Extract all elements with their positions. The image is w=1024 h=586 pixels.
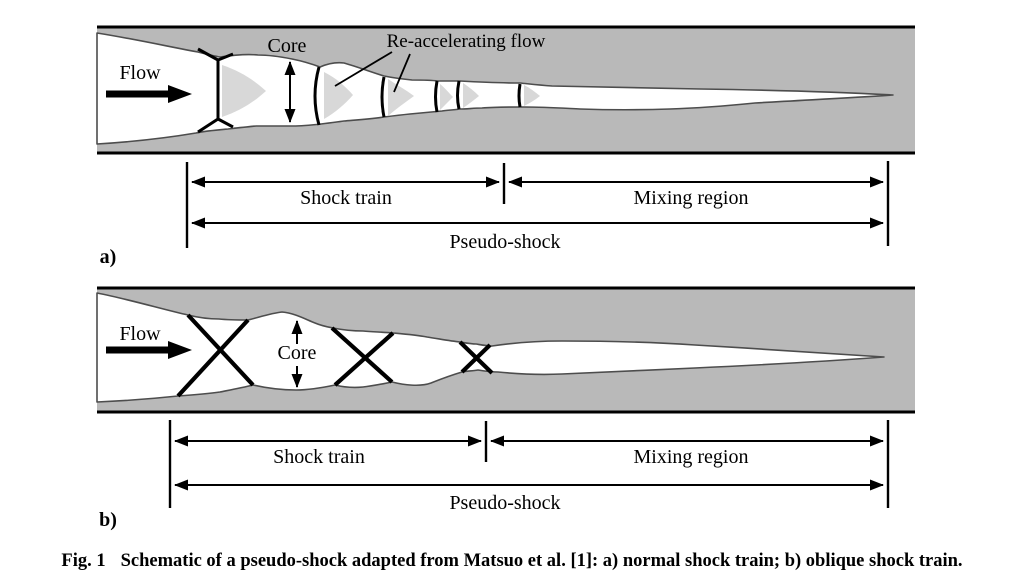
- shock-train-label-b: Shock train: [273, 446, 365, 468]
- lambda-shock-branches: [197, 47, 234, 134]
- panel-label-a: a): [100, 246, 117, 268]
- figure-caption-tag: Fig. 1: [61, 551, 106, 571]
- panel-b-dimensions: Shock train Mixing region Pseudo-shock b…: [99, 420, 890, 531]
- schematic-canvas: Flow Core Re-accelerating flow Shock tra…: [96, 25, 915, 531]
- pseudo-shock-label-b: Pseudo-shock: [449, 492, 560, 514]
- reaccel-region-5: [463, 83, 479, 108]
- core-label-a: Core: [268, 35, 307, 57]
- figure-caption: Fig. 1 Schematic of a pseudo-shock adapt…: [0, 551, 1024, 572]
- normal-shock-4: [434, 80, 439, 113]
- flow-arrow-b: [106, 341, 192, 359]
- normal-shock-5: [456, 80, 461, 110]
- normal-shock-train: [197, 47, 522, 134]
- flow-label-a: Flow: [119, 62, 161, 84]
- panel-b: Flow Core: [96, 286, 915, 414]
- oblique-shock-train: [176, 313, 494, 398]
- reaccel-region-4: [440, 84, 453, 110]
- pseudo-shock-label-a: Pseudo-shock: [449, 231, 560, 253]
- reaccel-region-6: [524, 85, 540, 106]
- reaccelerating-flow-regions: [222, 65, 540, 119]
- reaccel-region-1: [222, 65, 266, 117]
- duct-borders-a: [97, 25, 915, 155]
- normal-shock-2: [313, 66, 321, 126]
- panel-label-b: b): [99, 509, 117, 531]
- oblique-shock-x2: [330, 326, 395, 387]
- flow-label-b: Flow: [119, 323, 161, 345]
- flow-arrow-a: [106, 85, 192, 103]
- shock-train-label-a: Shock train: [300, 187, 392, 209]
- mixing-region-label-a: Mixing region: [634, 187, 749, 209]
- panel-a-dimensions: Shock train Mixing region Pseudo-shock a…: [100, 161, 890, 268]
- oblique-shock-x3: [458, 340, 494, 375]
- panel-a: Flow Core Re-accelerating flow: [96, 25, 915, 155]
- reaccel-region-2: [324, 72, 353, 119]
- mixing-region-label-b: Mixing region: [634, 446, 749, 468]
- duct-borders-b: [97, 286, 915, 414]
- normal-shock-6: [517, 83, 522, 108]
- reaccelerating-flow-label: Re-accelerating flow: [387, 31, 546, 52]
- normal-shock-3: [380, 76, 386, 118]
- reaccel-region-3: [388, 79, 414, 116]
- core-label-b: Core: [278, 342, 317, 364]
- core-flow-region-a: [96, 32, 894, 145]
- figure-caption-text: Schematic of a pseudo-shock adapted from…: [120, 551, 963, 571]
- reaccel-pointer-lines: [334, 51, 411, 93]
- oblique-shock-x1: [176, 313, 255, 398]
